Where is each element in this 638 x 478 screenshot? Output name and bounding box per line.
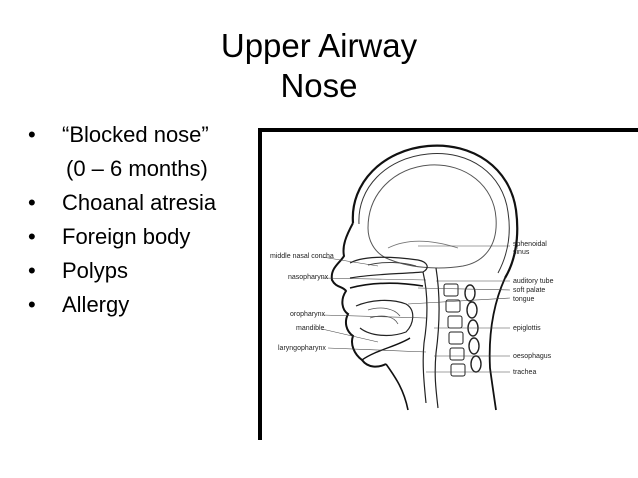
mandible (361, 337, 411, 361)
bullet-glyph: • (28, 258, 36, 283)
label-trachea: trachea (513, 369, 536, 376)
bullet-item: • Foreign body (28, 220, 216, 254)
palate (349, 282, 424, 289)
label-middle-nasal-concha: middle nasal concha (270, 253, 334, 260)
bullet-item: • “Blocked nose” (28, 118, 216, 152)
tongue-line (369, 315, 399, 325)
skull-inner (358, 153, 510, 274)
label-auditory-tube: auditory tube (513, 278, 554, 285)
leader-line (321, 328, 379, 343)
pharynx-posterior (434, 267, 440, 409)
leader-line (417, 287, 511, 291)
label-epiglottis: epiglottis (513, 325, 541, 332)
bullet-list: • “Blocked nose” (0 – 6 months) • Choana… (28, 118, 216, 322)
vertebra (448, 331, 464, 345)
nasal-concha (367, 262, 417, 267)
label-nasopharynx: nasopharynx (288, 274, 329, 281)
leader-line (321, 277, 427, 281)
title-line-1: Upper Airway (220, 27, 418, 64)
bullet-item: • Polyps (28, 254, 216, 288)
bullet-text: Foreign body (62, 224, 191, 249)
bullet-glyph: • (28, 292, 36, 317)
leader-line (327, 347, 427, 353)
pharynx-anterior (422, 271, 428, 404)
slide-title: Upper Airway Nose (0, 26, 638, 106)
neck-back (488, 277, 506, 411)
bullet-subline: (0 – 6 months) (66, 156, 208, 181)
bullet-text: Allergy (62, 292, 130, 317)
label-oropharynx: oropharynx (290, 311, 326, 318)
leader-lines-right (407, 245, 511, 373)
spinous-process (466, 301, 478, 319)
label-tongue: tongue (513, 296, 535, 303)
bullet-text: Choanal atresia (62, 190, 217, 215)
neck-front (385, 363, 409, 411)
label-soft-palate: soft palate (513, 287, 545, 294)
tongue-line (367, 307, 401, 317)
vertebra (450, 363, 466, 377)
label-laryngopharynx: laryngopharynx (278, 345, 326, 352)
nasal-cavity (349, 256, 428, 279)
bullet-item: • Choanal atresia (28, 186, 216, 220)
bullet-glyph: • (28, 224, 36, 249)
face-profile (330, 222, 387, 368)
spinous-process (468, 337, 480, 355)
label-oesophagus: oesophagus (513, 353, 552, 360)
spinous-process (464, 284, 476, 302)
leader-lines-left (321, 256, 427, 353)
bullet-text: “Blocked nose” (62, 122, 209, 147)
bullet-glyph: • (28, 122, 36, 147)
head-anatomy-figure: middle nasal concha nasopharynx orophary… (258, 128, 638, 440)
bullet-text: Polyps (62, 258, 129, 283)
bullet-item: • Allergy (28, 288, 216, 322)
label-mandible: mandible (296, 325, 325, 332)
bullet-glyph: • (28, 190, 36, 215)
leader-line (321, 314, 427, 319)
brain-outline (367, 164, 497, 269)
skull-outline (351, 144, 519, 279)
leader-line (321, 256, 379, 267)
vertebra (443, 283, 459, 297)
vertebra (445, 299, 461, 313)
label-sinus: sinus (513, 249, 530, 256)
leader-line (407, 297, 511, 305)
title-line-2: Nose (280, 67, 358, 104)
vertebra (449, 347, 465, 361)
head-anatomy-diagram: middle nasal concha nasopharynx orophary… (258, 128, 638, 440)
label-sphenoidal: sphenoidal (513, 241, 547, 248)
tongue-outline (355, 299, 414, 337)
